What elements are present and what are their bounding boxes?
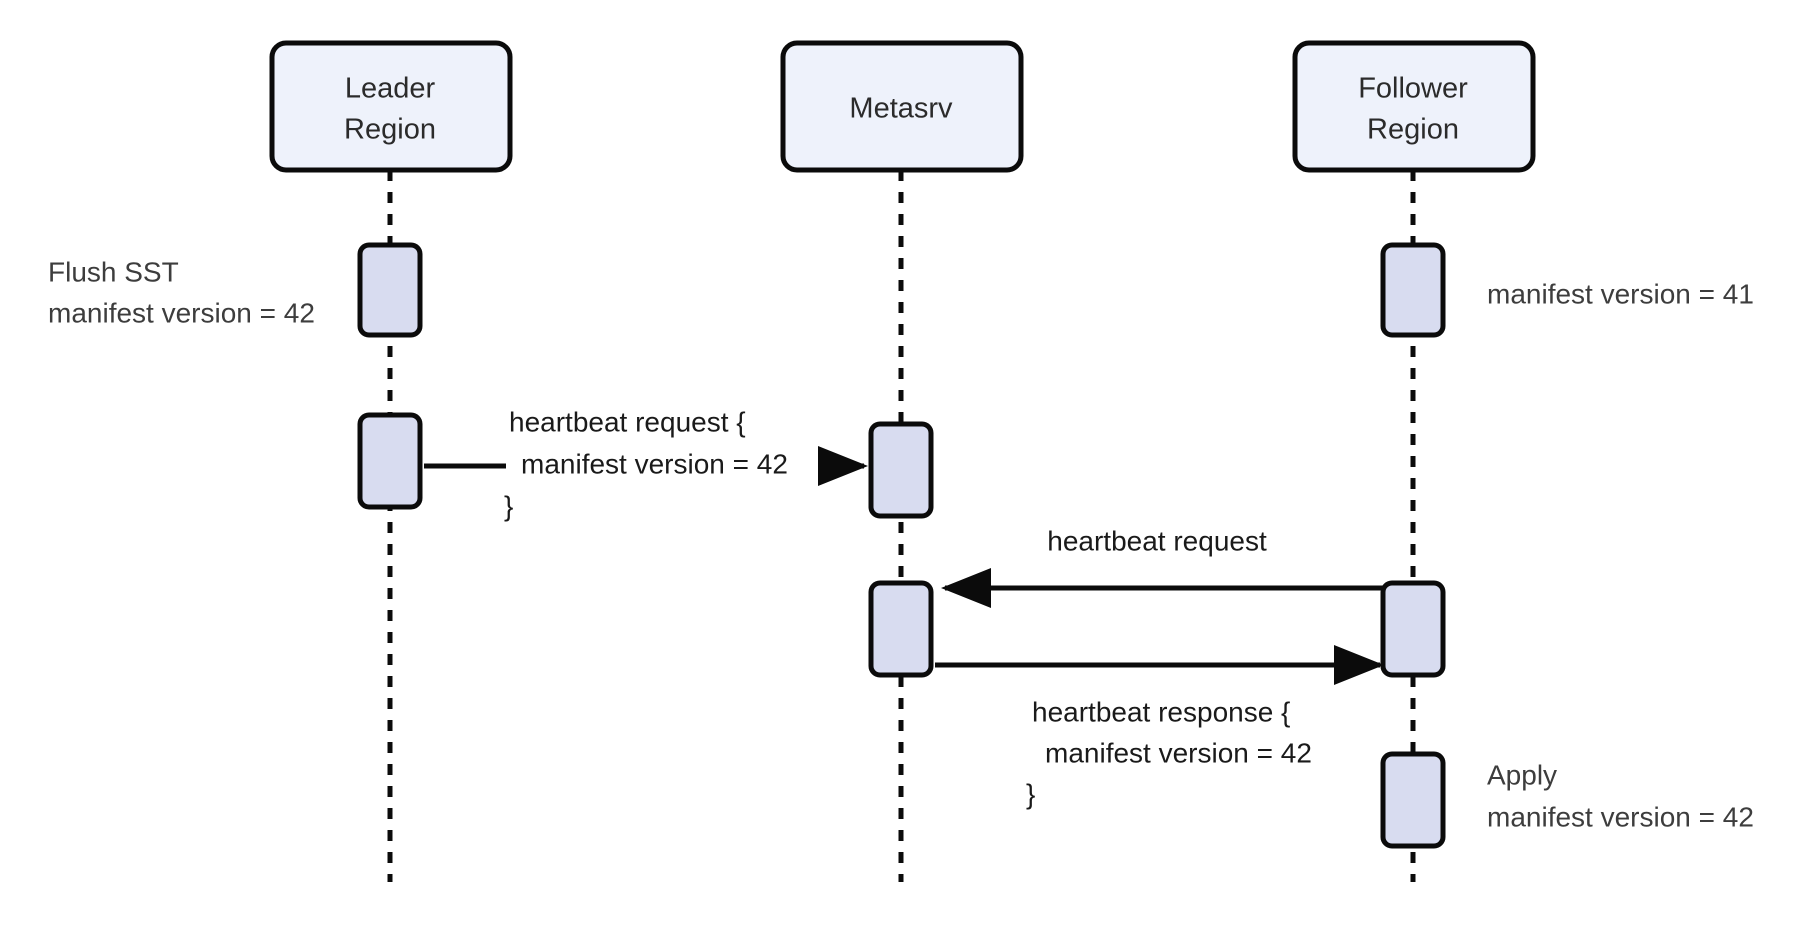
message-follower-to-metasrv-label: heartbeat request [1047, 525, 1267, 556]
participant-leader-box[interactable] [269, 40, 513, 173]
participant-follower-label-line2: Region [1367, 114, 1459, 146]
participant-follower[interactable]: Follower Region [1292, 40, 1536, 173]
activation-follower-initial [1380, 242, 1446, 338]
message-leader-to-metasrv-label-line3: } [504, 490, 513, 521]
participant-metasrv-box[interactable] [780, 40, 1024, 173]
participant-leader[interactable]: Leader Region [269, 40, 513, 173]
message-metasrv-to-follower-label-line3: } [1026, 778, 1035, 809]
activation-follower-apply [1380, 751, 1446, 849]
message-leader-to-metasrv-label-line1: heartbeat request { [509, 406, 746, 437]
note-apply-line2: manifest version = 42 [1487, 801, 1754, 832]
participant-follower-label-line1: Follower [1358, 73, 1468, 105]
participant-leader-label-line1: Leader [345, 73, 436, 105]
note-apply: Apply manifest version = 42 [1487, 759, 1754, 832]
note-flush-line1: Flush SST [48, 256, 179, 287]
activation-follower-heartbeat [1380, 580, 1446, 678]
note-follower-version-line1: manifest version = 41 [1487, 278, 1754, 309]
participant-metasrv-label-line1: Metasrv [849, 93, 953, 125]
message-metasrv-to-follower[interactable]: heartbeat response { manifest version = … [935, 645, 1385, 809]
message-follower-to-metasrv[interactable]: heartbeat request [940, 525, 1383, 608]
activation-leader-flush [357, 242, 423, 338]
message-metasrv-to-follower-label-line1: heartbeat response { [1032, 696, 1290, 727]
activation-metasrv-follower-hb [868, 580, 934, 678]
activation-leader-heartbeat [357, 412, 423, 510]
activation-metasrv-leader-hb [868, 421, 934, 519]
message-leader-to-metasrv-label-line2: manifest version = 42 [521, 448, 788, 479]
participant-leader-label-line2: Region [344, 114, 436, 146]
note-flush-line2: manifest version = 42 [48, 297, 315, 328]
message-leader-to-metasrv[interactable]: heartbeat request { manifest version = 4… [424, 406, 869, 521]
note-follower-version: manifest version = 41 [1487, 278, 1754, 309]
note-apply-line1: Apply [1487, 759, 1557, 790]
message-metasrv-to-follower-label-line2: manifest version = 42 [1045, 737, 1312, 768]
note-flush: Flush SST manifest version = 42 [48, 256, 315, 328]
participant-follower-box[interactable] [1292, 40, 1536, 173]
participant-metasrv[interactable]: Metasrv [780, 40, 1024, 173]
